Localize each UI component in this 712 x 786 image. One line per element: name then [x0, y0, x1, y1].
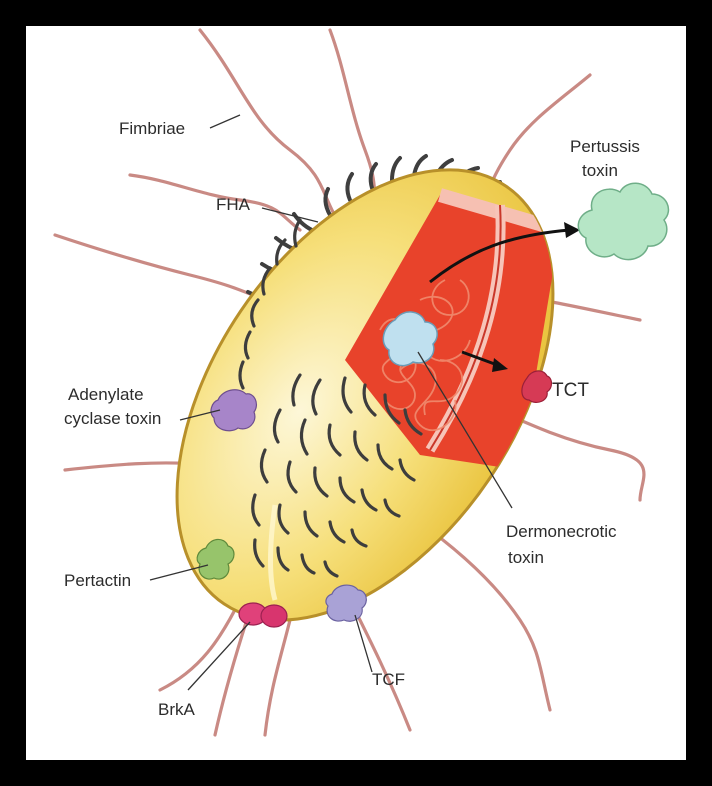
label-fha: FHA [216, 195, 251, 214]
label-dermonecrotic-line1: Dermonecrotic [506, 522, 617, 541]
label-pertussis-line2: toxin [582, 161, 618, 180]
label-adenylate-line1: Adenylate [68, 385, 144, 404]
fimbria [130, 175, 300, 230]
fimbria [265, 620, 290, 735]
brka-shape [239, 603, 287, 627]
fimbria [55, 235, 265, 300]
label-dermonecrotic-line2: toxin [508, 548, 544, 567]
brka-leader [188, 622, 250, 690]
label-fimbriae: Fimbriae [119, 119, 185, 138]
label-pertactin: Pertactin [64, 571, 131, 590]
label-tcf: TCF [372, 670, 405, 689]
label-pertussis-line1: Pertussis [570, 137, 640, 156]
label-tct: TCT [552, 380, 589, 401]
label-adenylate-line2: cyclase toxin [64, 409, 161, 428]
label-brka: BrkA [158, 700, 196, 719]
fimbriae-leader [210, 115, 240, 128]
tcf-leader [355, 615, 372, 672]
fimbria [350, 600, 410, 730]
pertussis-toxin-shape [578, 183, 668, 259]
